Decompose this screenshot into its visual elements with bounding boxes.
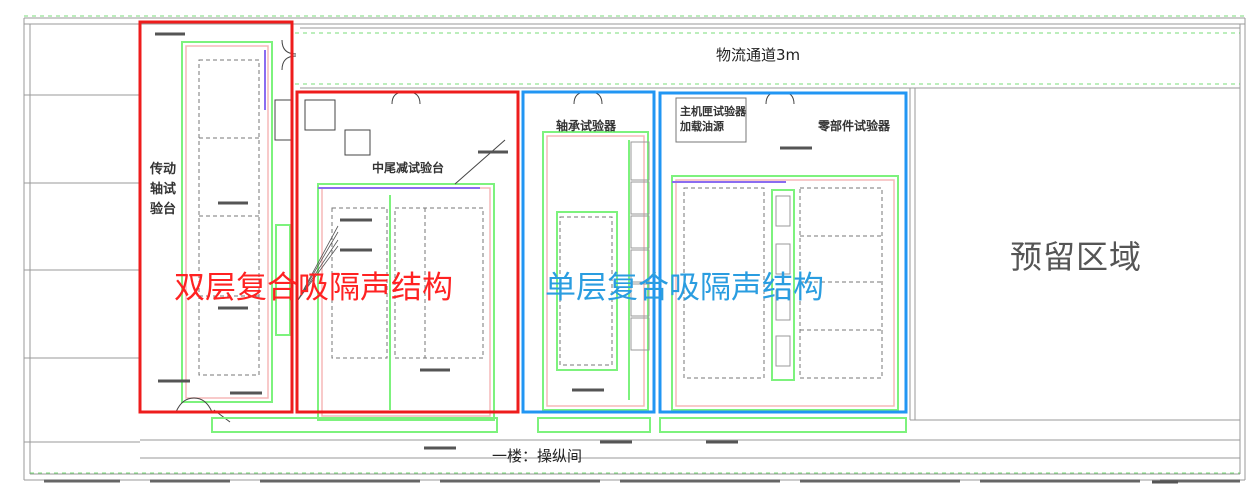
- parts-tester-room: [671, 91, 899, 411]
- double-layer-box-left: [138, 20, 294, 414]
- main-gearbox-label: 主机匣试验器 加载油源: [680, 105, 746, 133]
- bottom-corridor-units: [211, 417, 907, 433]
- single-layer-annotation: 单层复合吸隔声结构: [545, 270, 824, 306]
- parts-tester-room-label: 零部件试验器: [818, 119, 891, 133]
- reserved-area-label: 预留区域: [1010, 238, 1143, 276]
- tail-reducer-room-label: 中尾减试验台: [372, 161, 445, 175]
- bearing-tester-room-label: 轴承试验器: [556, 119, 617, 133]
- double-layer-annotation: 双层复合吸隔声结构: [174, 270, 453, 306]
- control-room-label: 一楼：操纵间: [492, 447, 583, 465]
- bearing-tester-room: [542, 91, 650, 411]
- single-layer-box-left: [521, 90, 656, 414]
- grid-lines: [24, 15, 1245, 474]
- double-layer-box-right: [295, 90, 520, 414]
- single-layer-box-right: [658, 91, 908, 414]
- tail-reducer-room: [213, 91, 506, 423]
- transmission-shaft-room: [175, 39, 297, 413]
- transmission-shaft-room-label: 传动 轴试 验台: [149, 162, 176, 217]
- label-bars: [155, 32, 1178, 484]
- logistics-corridor-label: 物流通道3m: [716, 46, 801, 64]
- leader-lines: [297, 225, 339, 301]
